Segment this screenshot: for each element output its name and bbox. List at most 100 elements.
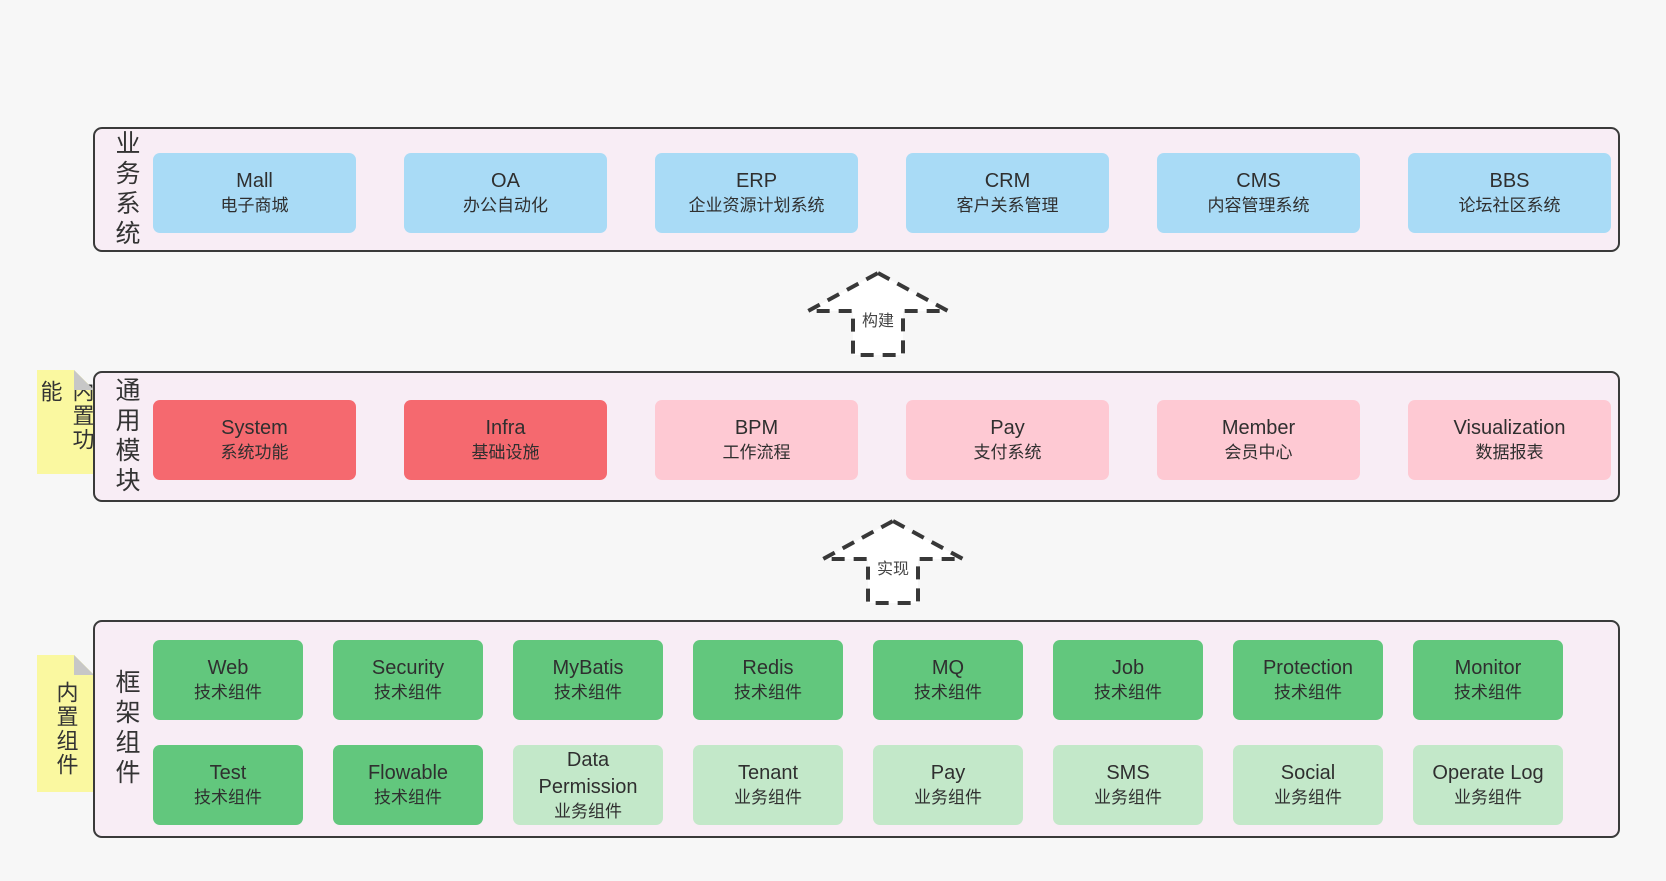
framework-row-1: Web 技术组件 Security 技术组件 MyBatis 技术组件 Redi…: [153, 640, 1563, 720]
box-monitor: Monitor 技术组件: [1413, 640, 1563, 720]
box-security-name: Security: [371, 657, 445, 680]
box-test: Test 技术组件: [153, 745, 303, 825]
box-mq-name: MQ: [931, 657, 965, 680]
box-member-name: Member: [1221, 417, 1296, 440]
box-data-permission-desc: 业务组件: [554, 801, 622, 821]
box-erp: ERP 企业资源计划系统: [655, 153, 858, 233]
box-test-desc: 技术组件: [194, 788, 262, 808]
box-mybatis: MyBatis 技术组件: [513, 640, 663, 720]
box-mall-name: Mall: [236, 170, 273, 193]
box-social-desc: 业务组件: [1274, 788, 1342, 808]
box-job-name: Job: [1111, 657, 1145, 680]
box-pay-module: Pay 支付系统: [906, 400, 1109, 480]
common-modules-row: System 系统功能 Infra 基础设施 BPM 工作流程 Pay 支付系统…: [153, 400, 1611, 480]
box-tenant: Tenant 业务组件: [693, 745, 843, 825]
box-sms-name: SMS: [1106, 762, 1150, 785]
box-oa-name: OA: [491, 170, 520, 193]
box-social: Social 业务组件: [1233, 745, 1383, 825]
box-protection-desc: 技术组件: [1274, 683, 1342, 703]
box-protection: Protection 技术组件: [1233, 640, 1383, 720]
common-modules-label: 通用模块: [112, 376, 140, 497]
box-redis: Redis 技术组件: [693, 640, 843, 720]
implement-arrow: 实现: [818, 517, 968, 607]
box-mall-desc: 电子商城: [220, 196, 289, 216]
box-cms: CMS 内容管理系统: [1157, 153, 1360, 233]
box-pay-module-desc: 支付系统: [973, 443, 1042, 463]
box-social-name: Social: [1280, 762, 1336, 785]
box-bpm: BPM 工作流程: [655, 400, 858, 480]
box-oa: OA 办公自动化: [404, 153, 607, 233]
box-mybatis-name: MyBatis: [552, 657, 624, 680]
built-in-features-note: 内置功能: [37, 370, 95, 474]
box-mybatis-desc: 技术组件: [554, 683, 622, 703]
built-in-components-note-text: 内置组件: [53, 680, 79, 777]
box-system-name: System: [221, 417, 288, 440]
box-pay-module-name: Pay: [990, 417, 1025, 440]
box-redis-desc: 技术组件: [734, 683, 802, 703]
business-systems-panel: 业务系统 Mall 电子商城 OA 办公自动化 ERP 企业资源计划系统 CRM…: [93, 127, 1620, 252]
box-bbs-desc: 论坛社区系统: [1458, 196, 1561, 216]
build-arrow-label: 构建: [858, 307, 898, 331]
built-in-components-note: 内置组件: [37, 655, 94, 792]
box-sms: SMS 业务组件: [1053, 745, 1203, 825]
box-infra-name: Infra: [485, 417, 526, 440]
box-visualization-desc: 数据报表: [1475, 443, 1544, 463]
box-security: Security 技术组件: [333, 640, 483, 720]
box-system: System 系统功能: [153, 400, 356, 480]
box-data-permission: Data Permission 业务组件: [513, 745, 663, 825]
framework-row-2: Test 技术组件 Flowable 技术组件 Data Permission …: [153, 745, 1563, 825]
box-crm-name: CRM: [984, 170, 1031, 193]
box-cms-desc: 内容管理系统: [1207, 196, 1310, 216]
box-member-desc: 会员中心: [1224, 443, 1293, 463]
box-bpm-desc: 工作流程: [722, 443, 791, 463]
business-systems-row: Mall 电子商城 OA 办公自动化 ERP 企业资源计划系统 CRM 客户关系…: [153, 153, 1611, 233]
box-web-desc: 技术组件: [194, 683, 262, 703]
box-mq-desc: 技术组件: [914, 683, 982, 703]
box-mall: Mall 电子商城: [153, 153, 356, 233]
built-in-features-note-text: 内置功能: [37, 380, 95, 452]
box-test-name: Test: [209, 762, 247, 785]
box-flowable: Flowable 技术组件: [333, 745, 483, 825]
box-cms-name: CMS: [1236, 170, 1281, 193]
box-mq: MQ 技术组件: [873, 640, 1023, 720]
box-bpm-name: BPM: [734, 417, 779, 440]
box-infra: Infra 基础设施: [404, 400, 607, 480]
box-protection-name: Protection: [1262, 657, 1354, 680]
box-security-desc: 技术组件: [374, 683, 442, 703]
box-redis-name: Redis: [742, 657, 794, 680]
box-operate-log: Operate Log 业务组件: [1413, 745, 1563, 825]
implement-arrow-label: 实现: [873, 555, 913, 579]
box-system-desc: 系统功能: [220, 443, 289, 463]
box-infra-desc: 基础设施: [471, 443, 540, 463]
box-oa-desc: 办公自动化: [463, 196, 548, 216]
box-tenant-name: Tenant: [737, 762, 799, 785]
box-erp-name: ERP: [735, 170, 778, 193]
box-job-desc: 技术组件: [1094, 683, 1162, 703]
box-flowable-desc: 技术组件: [374, 788, 442, 808]
box-pay-component-name: Pay: [930, 762, 966, 785]
box-crm-desc: 客户关系管理: [956, 196, 1059, 216]
box-sms-desc: 业务组件: [1094, 788, 1162, 808]
box-monitor-name: Monitor: [1454, 657, 1522, 680]
common-modules-panel: 通用模块 System 系统功能 Infra 基础设施 BPM 工作流程 Pay…: [93, 371, 1620, 502]
box-web: Web 技术组件: [153, 640, 303, 720]
box-monitor-desc: 技术组件: [1454, 683, 1522, 703]
box-data-permission-name: Data Permission: [538, 748, 638, 798]
box-web-name: Web: [207, 657, 249, 680]
box-pay-component: Pay 业务组件: [873, 745, 1023, 825]
box-flowable-name: Flowable: [367, 762, 449, 785]
box-visualization-name: Visualization: [1453, 417, 1566, 440]
box-crm: CRM 客户关系管理: [906, 153, 1109, 233]
box-bbs-name: BBS: [1489, 170, 1530, 193]
box-visualization: Visualization 数据报表: [1408, 400, 1611, 480]
box-member: Member 会员中心: [1157, 400, 1360, 480]
box-erp-desc: 企业资源计划系统: [688, 196, 825, 216]
business-systems-label: 业务系统: [112, 129, 140, 250]
box-pay-component-desc: 业务组件: [914, 788, 982, 808]
build-arrow: 构建: [803, 269, 953, 359]
box-operate-log-name: Operate Log: [1432, 762, 1544, 785]
framework-components-label: 框架组件: [112, 669, 140, 789]
box-operate-log-desc: 业务组件: [1454, 788, 1522, 808]
box-job: Job 技术组件: [1053, 640, 1203, 720]
framework-components-panel: 框架组件 Web 技术组件 Security 技术组件 MyBatis 技术组件…: [93, 620, 1620, 838]
